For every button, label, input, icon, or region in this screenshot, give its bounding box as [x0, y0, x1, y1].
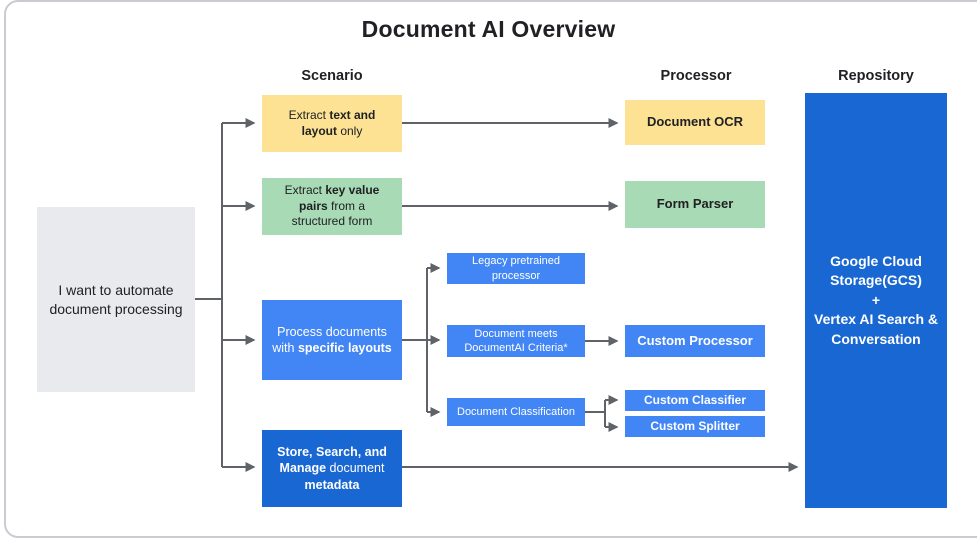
- branch-legacy-pretrained-processor: Legacy pretrained processor: [447, 253, 585, 284]
- start-node-label: I want to automate document processing: [49, 282, 183, 317]
- processor-custom-processor: Custom Processor: [625, 325, 765, 357]
- branch-label: Legacy pretrained processor: [471, 255, 561, 282]
- processor-form-parser: Form Parser: [625, 181, 765, 228]
- branch-label: Document meets DocumentAI Criteria*: [464, 327, 568, 354]
- processor-label: Custom Processor: [637, 332, 753, 348]
- processor-label: Custom Splitter: [650, 418, 740, 433]
- branch-documentai-criteria: Document meets DocumentAI Criteria*: [447, 325, 585, 357]
- processor-custom-splitter: Custom Splitter: [625, 416, 765, 437]
- scenario-text: Extract key value pairs from a structure…: [284, 183, 380, 229]
- scenario-extract-text-layout: Extract text and layout only: [262, 95, 402, 152]
- repository-line-3: Vertex AI Search & Conversation: [814, 311, 938, 347]
- repository-line-2: +: [871, 291, 881, 308]
- branch-document-classification: Document Classification: [447, 398, 585, 426]
- processor-custom-classifier: Custom Classifier: [625, 390, 765, 411]
- start-node: I want to automate document processing: [37, 207, 195, 392]
- scenario-specific-layouts: Process documents with specific layouts: [262, 300, 402, 380]
- scenario-text: Process documents with specific layouts: [272, 324, 392, 355]
- column-header-scenario: Scenario: [301, 68, 363, 84]
- scenario-text: Extract text and layout only: [288, 107, 376, 138]
- scenario-store-search-manage: Store, Search, and Manage document metad…: [262, 430, 402, 507]
- column-header-processor: Processor: [660, 68, 732, 84]
- diagram-title: Document AI Overview: [361, 16, 616, 42]
- column-header-repository: Repository: [838, 68, 914, 84]
- processor-label: Custom Classifier: [643, 392, 747, 407]
- processor-label: Form Parser: [656, 196, 734, 212]
- processor-document-ocr: Document OCR: [625, 100, 765, 145]
- repository-node: Google Cloud Storage(GCS) + Vertex AI Se…: [805, 93, 947, 508]
- scenario-extract-key-value: Extract key value pairs from a structure…: [262, 178, 402, 235]
- branch-label: Document Classification: [457, 405, 575, 418]
- repository-line-1: Google Cloud Storage(GCS): [830, 252, 922, 289]
- scenario-text: Store, Search, and Manage document metad…: [277, 445, 387, 492]
- processor-label: Document OCR: [646, 114, 744, 130]
